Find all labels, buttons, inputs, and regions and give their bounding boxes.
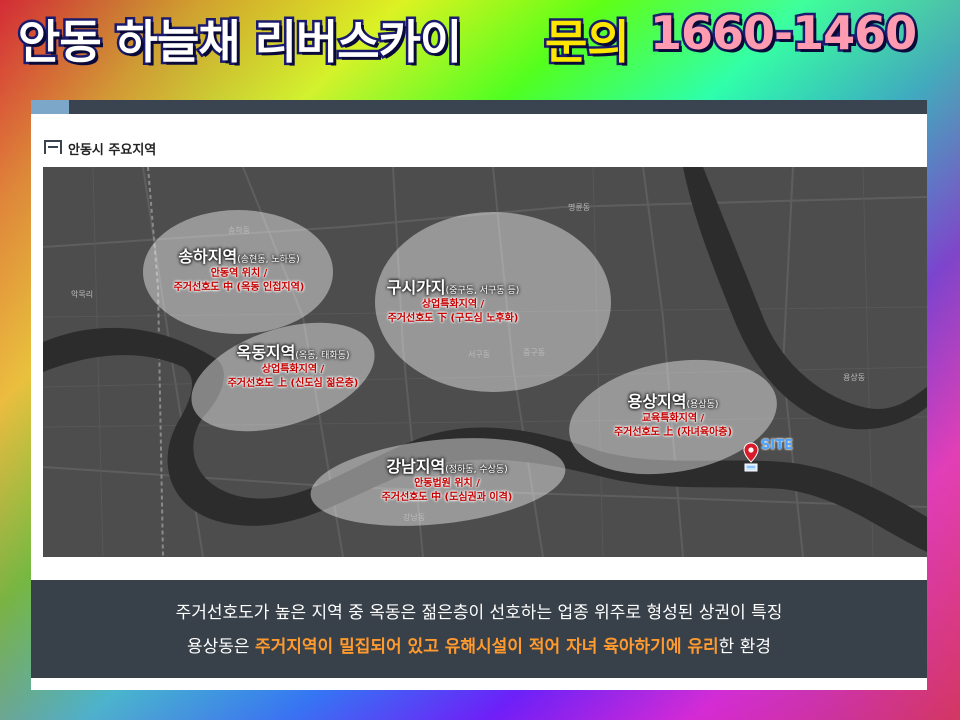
region-name: 용상지역(용상동) [627,392,719,411]
banner-inquiry: 문의 [543,13,633,72]
map-label: 명륜동 [568,203,591,212]
region-yongsang: 용상지역(용상동) 교육특화지역 / 주거선호도 上 (자녀육아층) [593,388,753,440]
region-desc: 주거선호도 上 (신도심 젊은층) [227,378,359,389]
card-header-accent [31,100,69,114]
map-label: 강남동 [403,513,426,522]
region-songha: 송하지역(송현동, 노하동) 안동역 위치 / 주거선호도 中 (옥동 인접지역… [151,243,327,295]
map-background [43,167,927,557]
summary-highlight: 주거지역이 밀집되어 있고 유해시설이 적어 자녀 육아하기에 유리 [254,637,719,657]
region-name: 구시가지(중구동, 서구동 등) [386,278,520,297]
region-desc: 주거선호도 下 (구도심 노후화) [387,313,519,324]
area-map: 송하동 명륜동 악목리 서구동 중구동 용상동 강남동 송하지역(송현동, 노하… [43,167,927,557]
map-label: 서구동 [468,350,491,359]
region-desc: 교육특화지역 / [641,413,705,424]
map-label: 악목리 [71,290,94,299]
region-okdong: 옥동지역(옥동, 태화동) 상업특화지역 / 주거선호도 上 (신도심 젊은층) [203,339,383,391]
section-heading: 안동시 주요지역 [44,138,156,158]
region-name: 강남지역(정하동, 수상동) [386,457,508,476]
summary-line-1: 주거선호도가 높은 지역 중 옥동은 젊은층이 선호하는 업종 위주로 형성된 … [175,603,783,623]
summary-panel: 주거선호도가 높은 지역 중 옥동은 젊은층이 선호하는 업종 위주로 형성된 … [31,580,927,678]
region-name: 송하지역(송현동, 노하동) [178,247,300,266]
region-name: 옥동지역(옥동, 태화동) [236,343,350,362]
region-desc: 안동법원 위치 / [414,478,480,489]
banner-phone[interactable]: 1660-1460 [647,4,919,63]
region-desc: 주거선호도 上 (자녀육아층) [613,427,733,438]
map-label: 중구동 [523,348,546,357]
region-desc: 상업특화지역 / [421,299,485,310]
summary-line-2: 용상동은 주거지역이 밀집되어 있고 유해시설이 적어 자녀 육아하기에 유리한… [31,632,927,657]
map-pin-icon [743,442,759,472]
banner-title: 안동 하늘채 리버스카이 [15,13,464,72]
region-old-town: 구시가지(중구동, 서구동 등) 상업특화지역 / 주거선호도 下 (구도심 노… [363,274,543,326]
map-label: 용상동 [843,373,866,382]
region-desc: 안동역 위치 / [210,268,268,279]
map-label: 송하동 [228,226,251,235]
region-desc: 상업특화지역 / [261,364,325,375]
region-gangnam: 강남지역(정하동, 수상동) 안동법원 위치 / 주거선호도 中 (도심권과 이… [357,453,537,505]
bracket-icon [44,140,62,154]
content-card: 안동시 주요지역 [31,100,927,690]
summary-text: 용상동은 [186,637,255,657]
region-desc: 주거선호도 中 (옥동 인접지역) [173,282,305,293]
card-header-bar [31,100,927,114]
summary-text: 한 환경 [718,637,771,657]
section-title: 안동시 주요지역 [68,142,157,158]
site-label: SITE [761,438,793,453]
top-banner: 안동 하늘채 리버스카이 문의 1660-1460 [0,0,960,80]
region-desc: 주거선호도 中 (도심권과 이격) [381,492,513,503]
